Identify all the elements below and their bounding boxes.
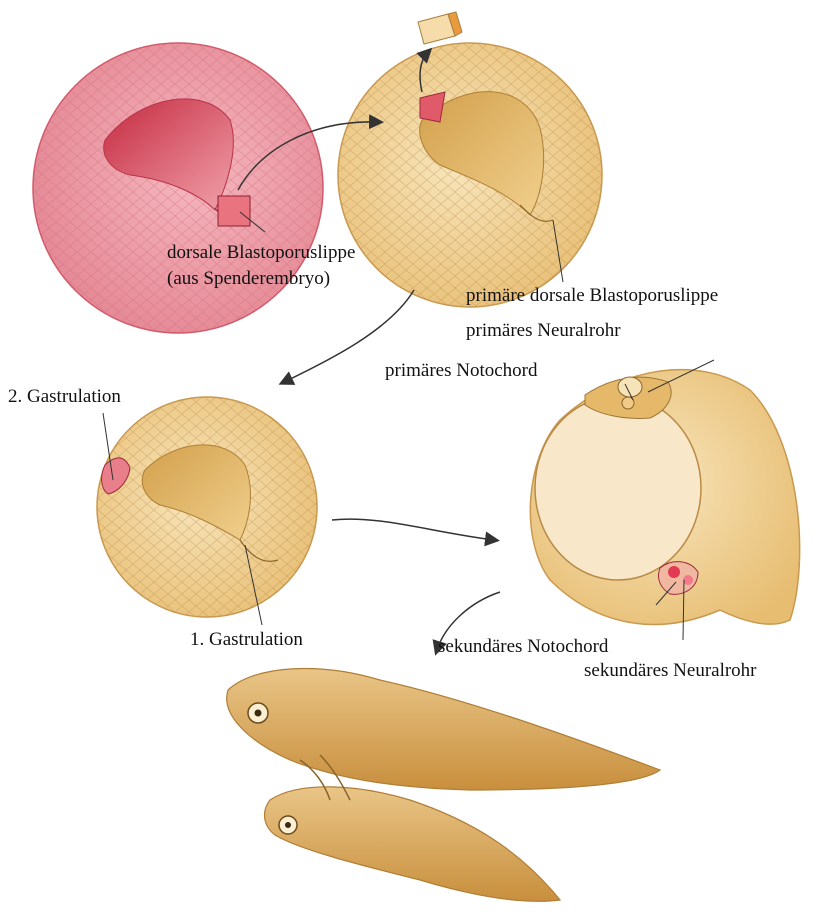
- label-second-gastrulation: 2. Gastrulation: [8, 386, 121, 407]
- section-arrow: [332, 519, 494, 540]
- cross-section-embryo: [530, 370, 799, 625]
- label-donor-lip: dorsale Blastoporuslippe: [167, 242, 355, 263]
- label-primary-neural-tube: primäres Neuralrohr: [466, 320, 621, 341]
- double-gastrulation-embryo: [97, 397, 317, 617]
- label-donor-source: (aus Spenderembryo): [167, 268, 330, 289]
- label-primary-notochord: primäres Notochord: [385, 360, 538, 381]
- label-secondary-neural-tube: sekundäres Neuralrohr: [584, 660, 757, 681]
- host-embryo-grafted: [338, 43, 602, 307]
- label-primary-lip: primäre dorsale Blastoporuslippe: [466, 285, 718, 306]
- donor-embryo: [33, 43, 323, 333]
- excised-tissue-piece: [418, 12, 462, 44]
- twin-tadpoles: [227, 669, 660, 902]
- label-first-gastrulation: 1. Gastrulation: [190, 629, 303, 650]
- label-secondary-notochord: sekundäres Notochord: [438, 636, 609, 657]
